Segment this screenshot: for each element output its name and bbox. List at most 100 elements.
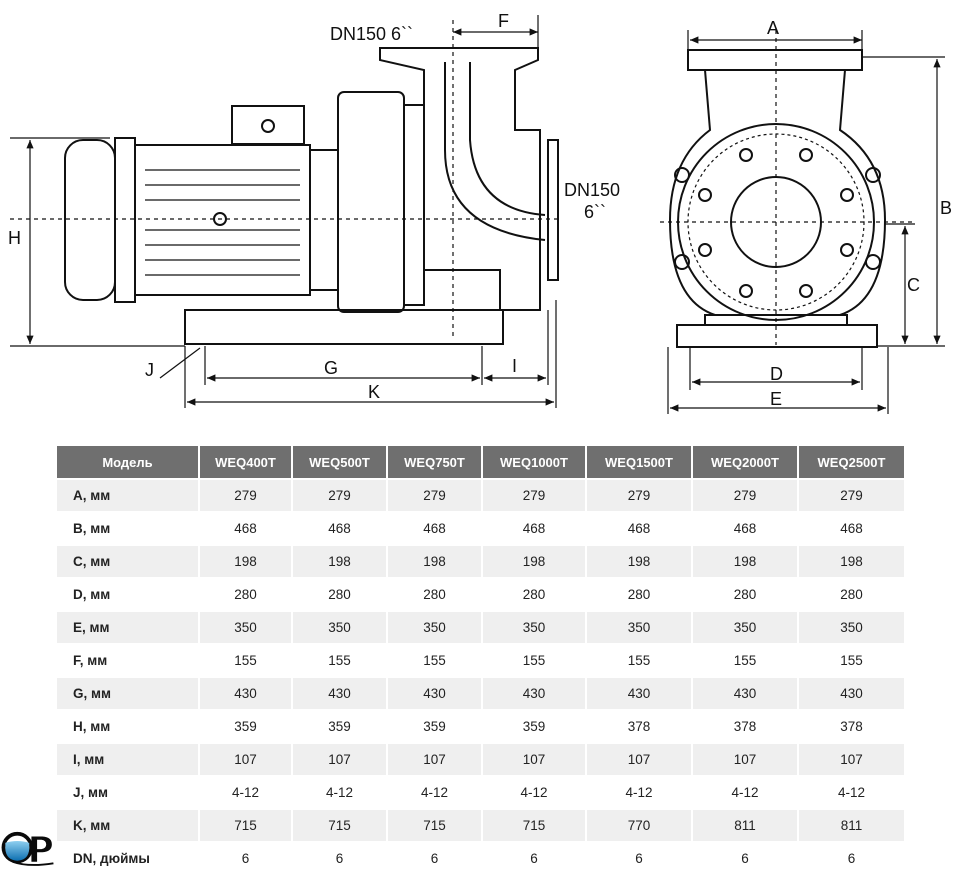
cell-value: 350 — [586, 610, 693, 644]
cell-value: 198 — [292, 544, 388, 578]
cell-value: 430 — [482, 676, 587, 710]
header-model-weq500t: WEQ500T — [292, 446, 388, 479]
cell-value: 279 — [199, 478, 293, 512]
cell-value: 811 — [692, 808, 799, 842]
row-label: B, мм — [57, 511, 200, 545]
cell-value: 107 — [586, 742, 693, 776]
cell-value: 430 — [798, 676, 906, 710]
cell-value: 430 — [387, 676, 483, 710]
cell-value: 6 — [692, 841, 799, 874]
cell-value: 279 — [586, 478, 693, 512]
cell-value: 198 — [586, 544, 693, 578]
label-d: D — [770, 364, 783, 384]
cell-value: 155 — [199, 643, 293, 677]
label-c: C — [907, 275, 920, 295]
cell-value: 280 — [292, 577, 388, 611]
pump-dimension-drawing: DN150 6`` F H J G I K DN150 6`` A B C D … — [8, 11, 952, 414]
cell-value: 468 — [292, 511, 388, 545]
label-f: F — [498, 11, 509, 31]
label-g: G — [324, 358, 338, 378]
label-e: E — [770, 389, 782, 409]
cell-value: 468 — [586, 511, 693, 545]
cell-value: 4-12 — [292, 775, 388, 809]
row-label: DN, дюймы — [57, 841, 200, 874]
row-label: K, мм — [57, 808, 200, 842]
cell-value: 279 — [692, 478, 799, 512]
cell-value: 359 — [387, 709, 483, 743]
cell-value: 715 — [482, 808, 587, 842]
cell-value: 468 — [798, 511, 906, 545]
cell-value: 198 — [387, 544, 483, 578]
cell-value: 198 — [482, 544, 587, 578]
cell-value: 350 — [692, 610, 799, 644]
front-view — [668, 49, 887, 348]
cell-value: 279 — [387, 478, 483, 512]
header-model: Модель — [57, 446, 200, 479]
label-h: H — [8, 228, 21, 248]
label-k: K — [368, 382, 380, 402]
cell-value: 6 — [199, 841, 293, 874]
cell-value: 350 — [798, 610, 906, 644]
row-label: H, мм — [57, 709, 200, 743]
cell-value: 811 — [798, 808, 906, 842]
cell-value: 4-12 — [482, 775, 587, 809]
cell-value: 770 — [586, 808, 693, 842]
cell-value: 280 — [692, 577, 799, 611]
label-dn-side: DN150 — [564, 180, 620, 200]
cell-value: 6 — [798, 841, 906, 874]
row-label: E, мм — [57, 610, 200, 644]
cell-value: 4-12 — [692, 775, 799, 809]
cell-value: 715 — [292, 808, 388, 842]
cell-value: 155 — [387, 643, 483, 677]
cell-value: 107 — [482, 742, 587, 776]
header-model-weq750t: WEQ750T — [387, 446, 483, 479]
cell-value: 107 — [387, 742, 483, 776]
side-view — [64, 47, 559, 345]
row-label: A, мм — [57, 478, 200, 512]
label-dn-top: DN150 6`` — [330, 24, 413, 44]
cell-value: 430 — [586, 676, 693, 710]
cell-value: 198 — [692, 544, 799, 578]
cell-value: 280 — [387, 577, 483, 611]
row-label: J, мм — [57, 775, 200, 809]
cell-value: 378 — [692, 709, 799, 743]
cell-value: 715 — [199, 808, 293, 842]
cell-value: 378 — [798, 709, 906, 743]
label-a: A — [767, 18, 779, 38]
cell-value: 280 — [586, 577, 693, 611]
cell-value: 198 — [798, 544, 906, 578]
cell-value: 430 — [292, 676, 388, 710]
cell-value: 155 — [482, 643, 587, 677]
cell-value: 468 — [199, 511, 293, 545]
cell-value: 280 — [798, 577, 906, 611]
cell-value: 155 — [292, 643, 388, 677]
header-model-weq2000t: WEQ2000T — [692, 446, 799, 479]
side-view-dimensions — [10, 15, 560, 408]
cell-value: 279 — [798, 478, 906, 512]
cell-value: 6 — [292, 841, 388, 874]
cell-value: 468 — [387, 511, 483, 545]
cell-value: 279 — [482, 478, 587, 512]
cell-value: 350 — [292, 610, 388, 644]
cell-value: 280 — [482, 577, 587, 611]
row-label: F, мм — [57, 643, 200, 677]
cell-value: 350 — [482, 610, 587, 644]
cell-value: 359 — [199, 709, 293, 743]
cell-value: 359 — [292, 709, 388, 743]
cell-value: 4-12 — [798, 775, 906, 809]
cell-value: 378 — [586, 709, 693, 743]
cell-value: 715 — [387, 808, 483, 842]
header-model-weq2500t: WEQ2500T — [798, 446, 906, 479]
qp-logo — [1, 831, 54, 866]
